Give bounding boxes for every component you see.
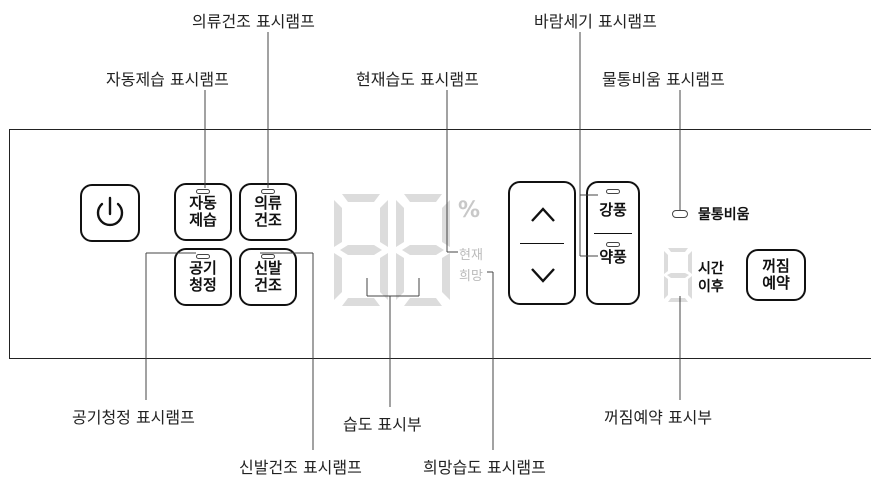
- strong-wind-label: 강풍: [599, 201, 627, 219]
- callout-auto-dehumid-lamp: 자동제습 표시램프: [106, 70, 229, 89]
- air-clean-button[interactable]: 공기 청정: [174, 248, 232, 306]
- clothes-dry-lamp: [261, 189, 275, 194]
- percent-sign: %: [458, 198, 481, 223]
- tank-empty-label: 물통비움: [698, 207, 750, 223]
- callout-clothes-dry-lamp: 의류건조 표시램프: [192, 12, 315, 31]
- weak-wind-label: 약풍: [599, 248, 627, 266]
- shoe-dry-lamp: [261, 254, 275, 259]
- callout-humidity-display: 습도 표시부: [343, 415, 422, 434]
- hours-label: 시간: [698, 261, 724, 277]
- target-humidity-label: 희망: [459, 269, 483, 284]
- digit-2: [396, 194, 450, 306]
- callout-tank-empty-lamp: 물통비움 표시램프: [602, 70, 725, 89]
- humidity-adjust-control[interactable]: [508, 181, 576, 305]
- digit-1: [334, 194, 388, 306]
- chevron-up-icon: [531, 207, 555, 222]
- control-panel: [9, 129, 871, 359]
- weak-wind-lamp: [606, 242, 620, 247]
- callout-current-humidity-lamp: 현재습도 표시램프: [356, 70, 479, 89]
- callout-off-timer-display: 꺼짐예약 표시부: [604, 408, 713, 427]
- strong-wind-lamp: [606, 189, 620, 194]
- clothes-dry-button[interactable]: 의류 건조: [239, 183, 297, 241]
- power-button[interactable]: [80, 184, 140, 242]
- callout-wind-lamp: 바람세기 표시램프: [534, 12, 657, 31]
- callout-target-humidity-lamp: 희망습도 표시램프: [423, 458, 546, 477]
- auto-dehumid-button[interactable]: 자동 제습: [174, 183, 232, 241]
- wind-button[interactable]: 강풍 약풍: [586, 181, 640, 305]
- after-label: 이후: [698, 279, 724, 295]
- humidity-display: [334, 194, 450, 306]
- power-icon: [96, 196, 124, 227]
- wind-divider: [594, 233, 632, 234]
- callout-air-clean-lamp: 공기청정 표시램프: [72, 408, 195, 427]
- chevron-down-icon: [531, 268, 555, 283]
- current-humidity-label: 현재: [459, 248, 483, 263]
- tank-empty-lamp: [672, 210, 688, 218]
- auto-dehumid-lamp: [196, 189, 210, 194]
- shoe-dry-button[interactable]: 신발 건조: [239, 248, 297, 306]
- off-timer-button[interactable]: 꺼짐 예약: [746, 249, 806, 301]
- off-timer-display: [664, 248, 692, 302]
- callout-shoe-dry-lamp: 신발건조 표시램프: [239, 458, 362, 477]
- adjust-divider: [520, 243, 564, 244]
- air-clean-lamp: [196, 254, 210, 259]
